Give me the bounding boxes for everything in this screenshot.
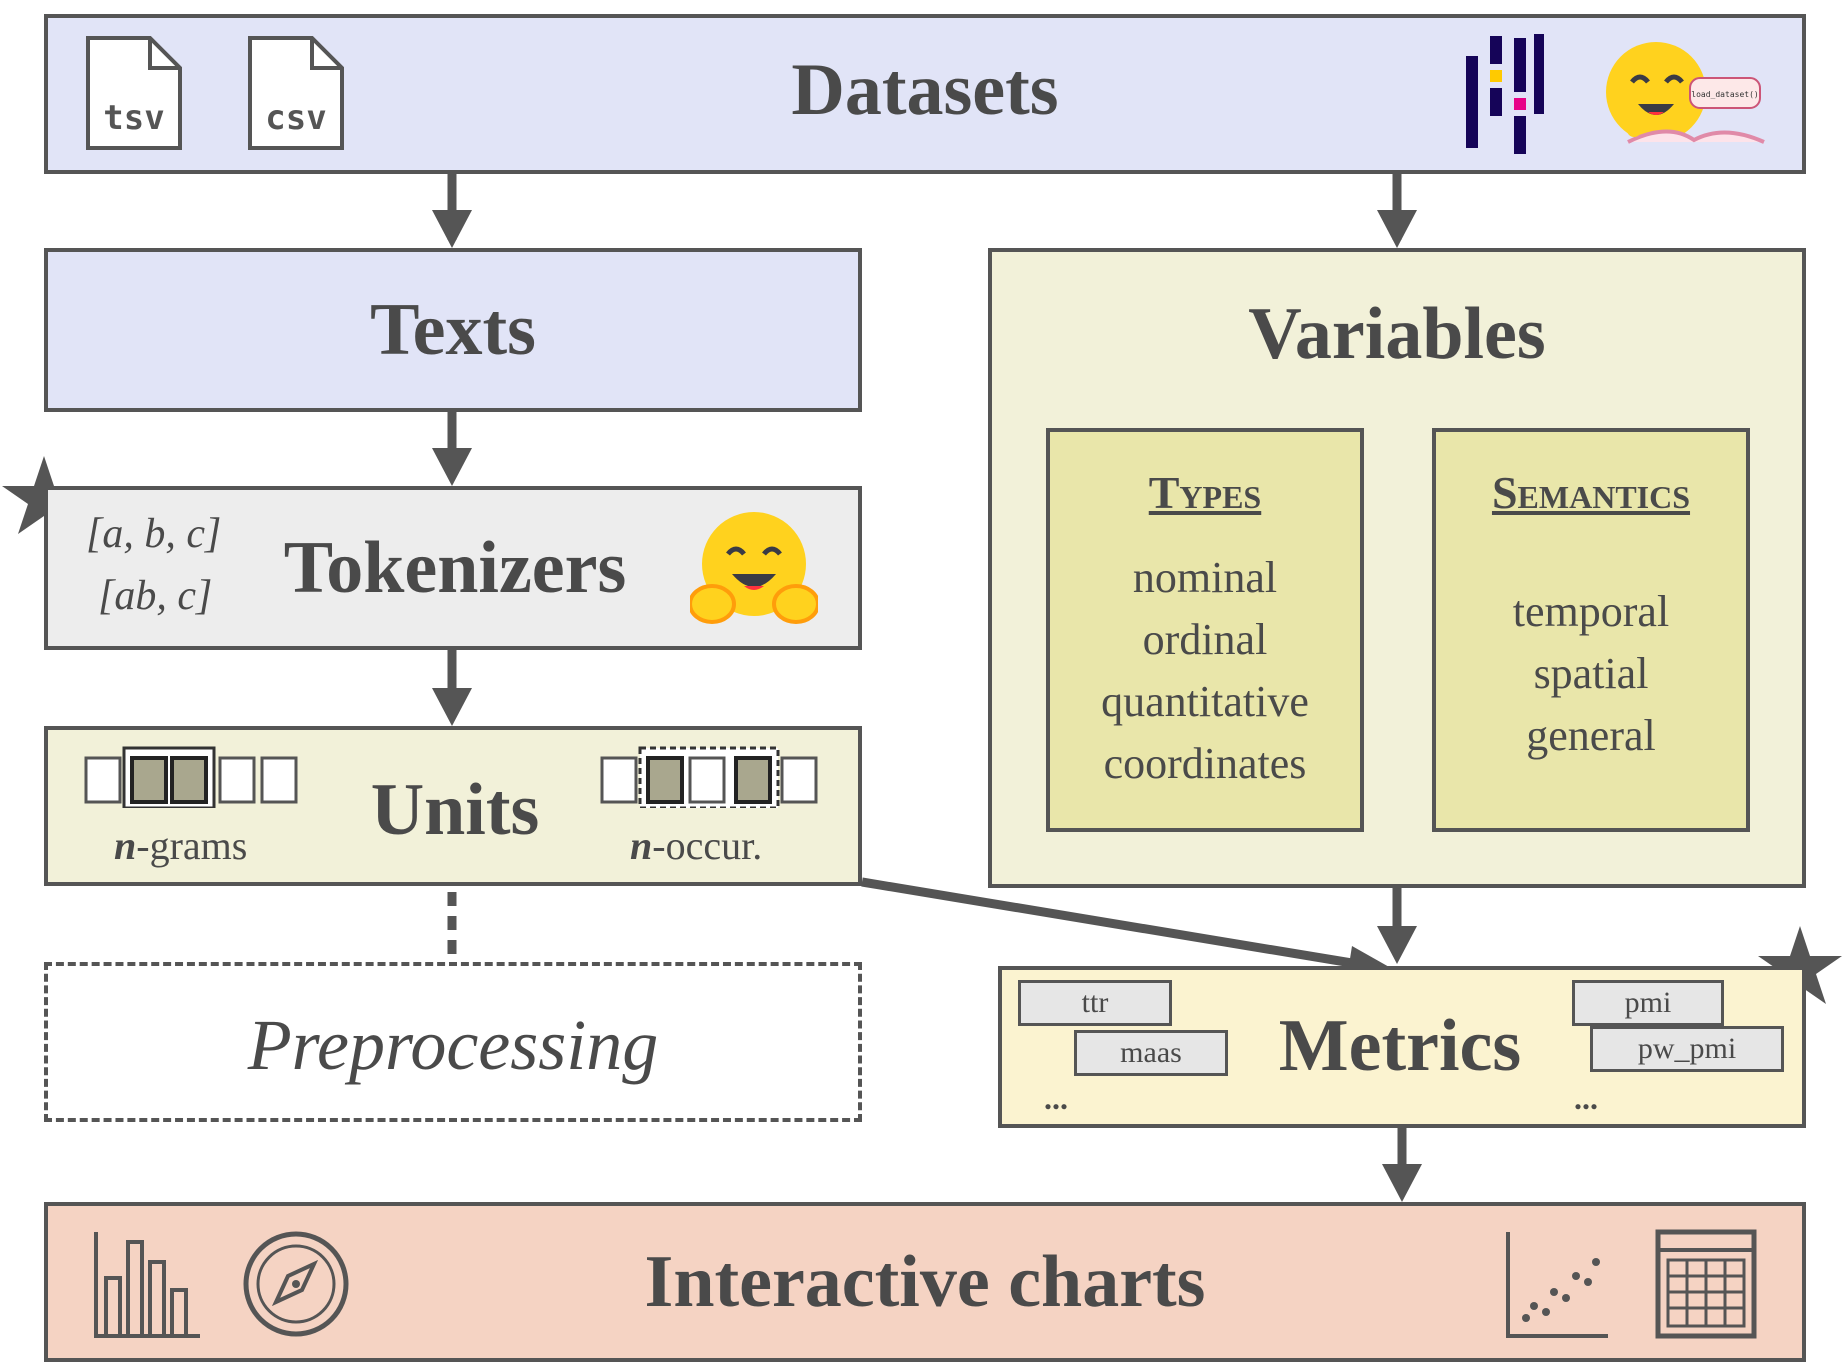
- metric-chip-pw-pmi: pw_pmi: [1590, 1026, 1784, 1072]
- preprocessing-box: [44, 962, 862, 1122]
- units-title: Units: [370, 769, 540, 851]
- preprocessing-title: Preprocessing: [247, 1005, 659, 1085]
- charts-title: Interactive charts: [644, 1241, 1206, 1323]
- tsv-file-icon: tsv: [86, 36, 182, 150]
- types-heading: Types: [1148, 467, 1262, 518]
- type-item: ordinal: [1142, 615, 1268, 664]
- svg-text:tsv: tsv: [103, 98, 164, 138]
- arrowhead-datasets-texts: [432, 210, 472, 248]
- metric-chip-maas: maas: [1074, 1030, 1228, 1076]
- pandas-logo-icon: [1466, 34, 1544, 154]
- compass-icon: [243, 1231, 349, 1337]
- variables-title: Variables: [1248, 293, 1546, 375]
- arrowhead-variables-metrics: [1377, 926, 1417, 964]
- bar-chart-icon: [94, 1232, 200, 1338]
- hugging-face-emoji-icon: [690, 512, 818, 624]
- svg-text:csv: csv: [265, 98, 326, 138]
- type-item: quantitative: [1101, 677, 1309, 726]
- semantic-item: general: [1526, 711, 1656, 760]
- semantic-item: temporal: [1512, 587, 1670, 636]
- noccur-label: n-occur.: [630, 823, 763, 868]
- semantic-item: spatial: [1533, 649, 1649, 698]
- semantics-box: Semantics temporal spatial general: [1432, 428, 1750, 832]
- n-occurrences-icon: [600, 746, 818, 808]
- datasets-title: Datasets: [791, 49, 1059, 131]
- ngrams-label: n-grams: [114, 823, 248, 868]
- type-item: nominal: [1132, 553, 1278, 602]
- csv-file-icon: csv: [248, 36, 344, 150]
- ngrams-icon: [84, 746, 298, 808]
- tokenizer-example-1: [a, b, c]: [86, 511, 222, 557]
- scatter-plot-icon: [1506, 1232, 1608, 1338]
- arrowhead-metrics-charts: [1382, 1164, 1422, 1202]
- type-item: coordinates: [1103, 739, 1307, 788]
- semantics-heading: Semantics: [1491, 467, 1691, 518]
- svg-text:load_dataset(): load_dataset(): [1691, 90, 1758, 99]
- texts-title: Texts: [370, 289, 536, 371]
- metric-chip-ttr: ttr: [1018, 980, 1172, 1026]
- metrics-title: Metrics: [1278, 1005, 1522, 1087]
- tokenizer-example-2: [ab, c]: [98, 573, 213, 619]
- tokenizers-title: Tokenizers: [283, 527, 627, 609]
- star-icon: [1758, 926, 1842, 1004]
- types-list: nominal ordinal quantitative coordinates: [1050, 547, 1360, 795]
- semantics-list: temporal spatial general: [1436, 581, 1746, 767]
- texts-box: [44, 248, 862, 412]
- table-calendar-icon: [1655, 1229, 1757, 1339]
- arrow-units-metrics: [861, 877, 1371, 971]
- metrics-ellipsis-right: ...: [1574, 1080, 1598, 1116]
- arrowhead-tokenizers-units: [432, 688, 472, 726]
- hugging-face-datasets-logo-icon: load_dataset(): [1606, 42, 1765, 144]
- types-box: Types nominal ordinal quantitative coord…: [1046, 428, 1364, 832]
- arrowhead-datasets-variables: [1377, 210, 1417, 248]
- metric-chip-pmi: pmi: [1572, 980, 1724, 1026]
- arrowhead-texts-tokenizers: [432, 448, 472, 486]
- metrics-ellipsis-left: ...: [1044, 1080, 1068, 1116]
